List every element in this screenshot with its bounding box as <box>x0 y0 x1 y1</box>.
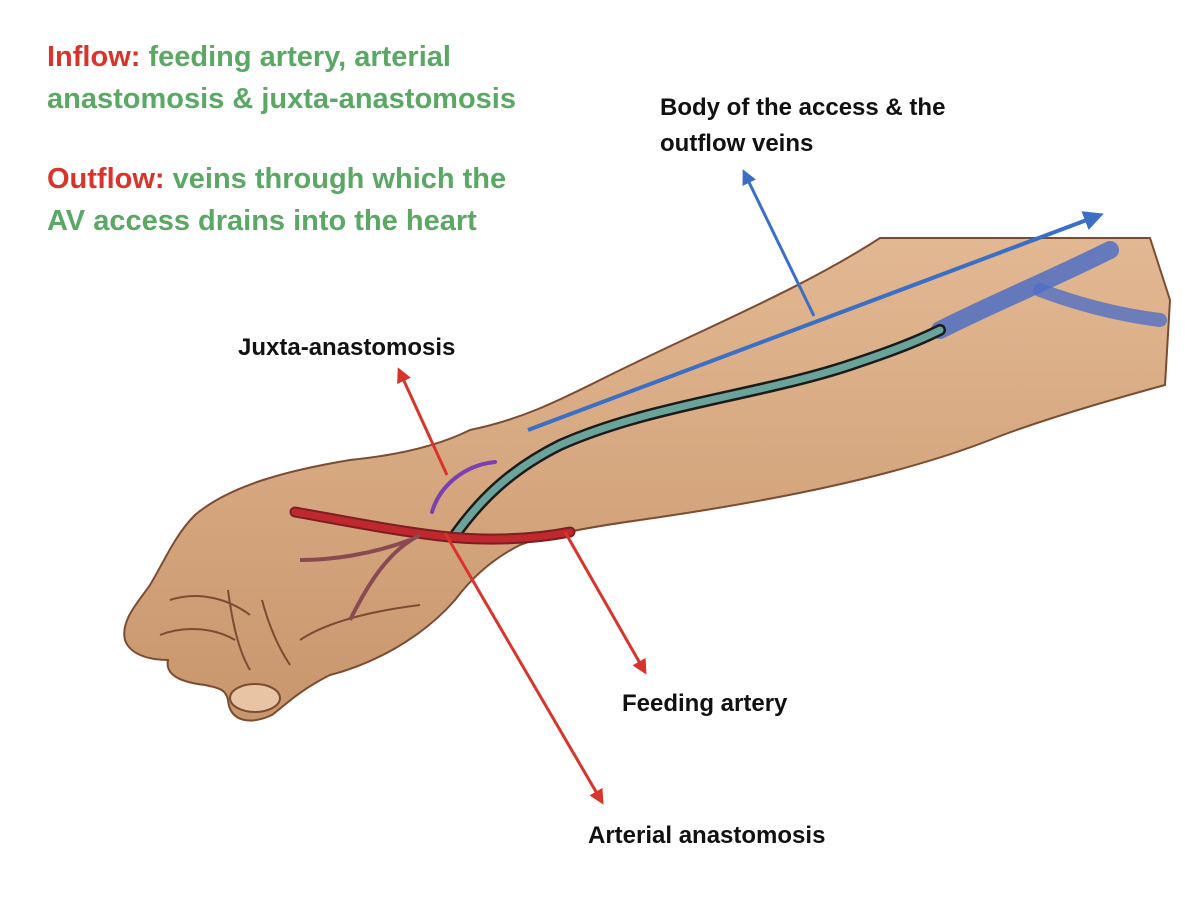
access-body-label-line-2: outflow veins <box>660 130 814 157</box>
juxta-anastomosis-arc <box>430 460 497 514</box>
outflow-key: Outflow: <box>47 163 165 195</box>
juxta-anastomosis-arrow <box>397 367 449 476</box>
feeding-artery-label: Feeding artery <box>622 690 788 717</box>
outflow-direction-arrow <box>527 211 1104 432</box>
outflow-legend-line-1: Outflow: veins through which the <box>47 158 506 200</box>
access-body-pointer-arrow <box>742 169 816 317</box>
feeding-artery-arrow <box>563 531 647 675</box>
outflow-vein <box>931 241 1167 339</box>
radial-artery <box>289 506 576 621</box>
outflow-legend-line-2: AV access drains into the heart <box>47 205 477 237</box>
access-body-label-line-1: Body of the access & the <box>660 94 946 121</box>
forearm-shape <box>123 230 1200 722</box>
arterial-anastomosis-label: Arterial anastomosis <box>588 822 826 849</box>
arterial-anastomosis-arrow <box>443 532 604 805</box>
juxta-anastomosis-label: Juxta-anastomosis <box>238 334 456 361</box>
inflow-text-1: feeding artery, arterial <box>148 41 451 73</box>
outflow-text-1: veins through which the <box>172 163 507 195</box>
fistula-body <box>449 324 946 541</box>
inflow-legend-line-2: anastomosis & juxta-anastomosis <box>47 83 516 115</box>
inflow-legend-line-1: Inflow: feeding artery, arterial <box>47 36 451 78</box>
inflow-key: Inflow: <box>47 41 141 73</box>
